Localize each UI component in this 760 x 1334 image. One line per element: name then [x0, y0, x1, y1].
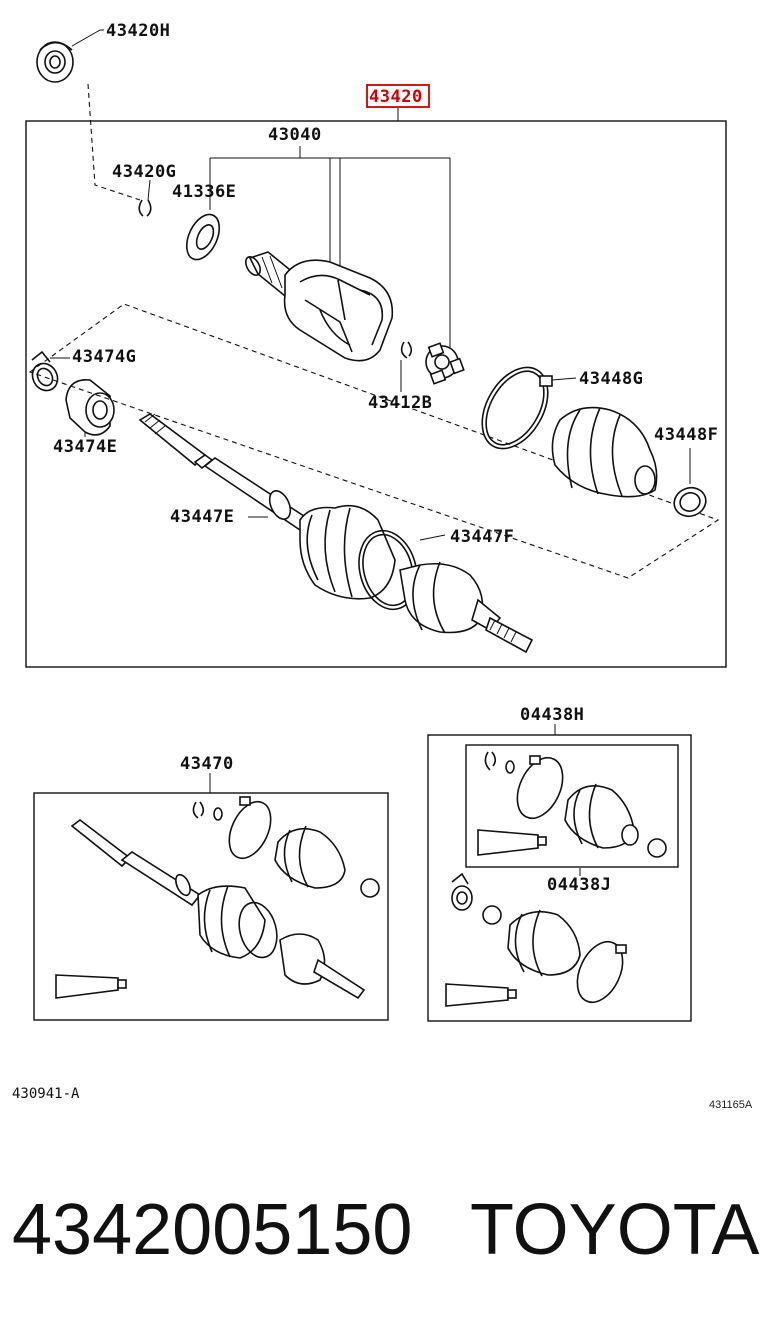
small-clamp-part — [268, 490, 292, 520]
label-04438H: 04438H — [520, 705, 584, 725]
figure-code: 430941-A — [12, 1086, 80, 1102]
label-43447F: 43447F — [450, 527, 514, 547]
dust-seal-part — [36, 41, 74, 83]
label-43448F: 43448F — [654, 425, 718, 445]
circlip-part — [400, 341, 408, 359]
large-clamp-part — [358, 529, 418, 611]
parts-diagram: 43420H 43420 43040 43420G 41336E 43412B — [12, 21, 753, 1111]
main-assembly-box — [25, 120, 727, 668]
inboard-joint-housing-part — [244, 251, 394, 362]
label-43040: 43040 — [268, 125, 322, 145]
label-43470: 43470 — [180, 754, 234, 774]
image-code: 431165A — [709, 1099, 753, 1111]
label-43447E: 43447E — [170, 507, 234, 527]
outboard-joint-part — [399, 561, 534, 654]
inner-boot-kit-box — [465, 744, 679, 868]
label-04438J: 04438J — [547, 875, 611, 895]
brand-name: TOYOTA — [470, 1190, 760, 1270]
tripod-joint-part — [425, 342, 465, 385]
inner-boot-kit-parts — [477, 751, 667, 858]
outer-joint-kit-parts — [55, 796, 380, 1000]
outer-joint-kit-box — [33, 792, 389, 1021]
dynamic-damper-part — [65, 379, 115, 436]
part-number: 4342005150 — [12, 1190, 413, 1270]
footer: 4342005150 TOYOTA — [0, 1180, 760, 1290]
label-43474G: 43474G — [72, 347, 136, 367]
label-41336E: 41336E — [172, 182, 236, 202]
label-43448G: 43448G — [579, 369, 643, 389]
label-43420G: 43420G — [112, 162, 176, 182]
inboard-boot-part — [551, 406, 658, 498]
label-43474E: 43474E — [53, 437, 117, 457]
highlight-box — [366, 84, 430, 108]
outboard-boot-part — [299, 504, 396, 600]
inner-boot-clamp-part — [481, 366, 553, 450]
outer-boot-kit-parts — [445, 872, 627, 1007]
label-43412B: 43412B — [368, 393, 432, 413]
boot-kit-box — [427, 734, 692, 1022]
label-43420H: 43420H — [106, 21, 170, 41]
snap-ring-part — [138, 199, 144, 217]
label-43420[interactable]: 43420 — [369, 87, 423, 107]
washer-part — [185, 213, 221, 261]
